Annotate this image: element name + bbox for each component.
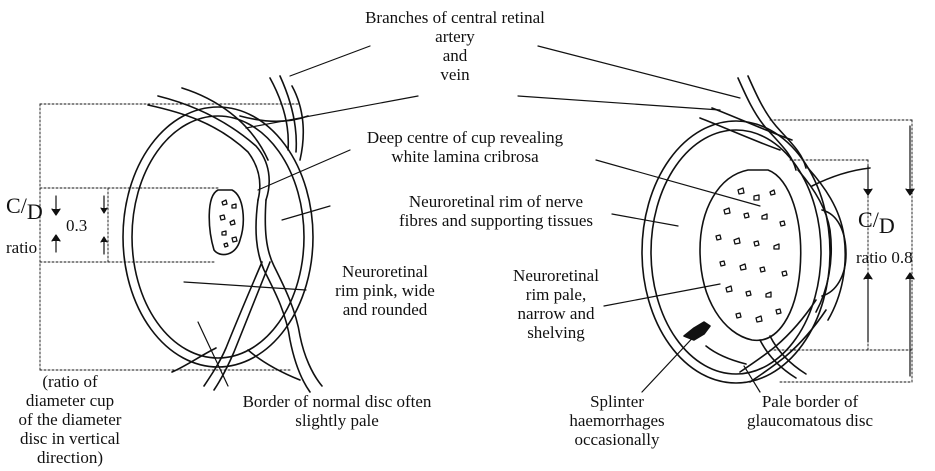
- label-cd-left-ratio-word: ratio: [6, 238, 37, 257]
- cd-right-d: D: [879, 213, 895, 238]
- leader-vein-right: [518, 96, 720, 110]
- label-pale-glaucomatous-border: Pale border of glaucomatous disc: [730, 392, 890, 430]
- label-ratio-note: (ratio of diameter cup of the diameter d…: [4, 372, 136, 467]
- label-deep-centre-of-cup: Deep centre of cup revealing white lamin…: [340, 128, 590, 166]
- label-normal-border-line1: Border of normal disc often: [206, 392, 468, 411]
- label-vessel-branches: Branches of central retinal artery and v…: [330, 8, 580, 84]
- label-cd-right: C/D: [858, 210, 895, 231]
- leader-splinter: [642, 330, 700, 392]
- label-branches-line2: artery: [330, 27, 580, 46]
- label-rim-fibres-line2: fibres and supporting tissues: [372, 211, 620, 230]
- label-rim-glaucoma: Neuroretinal rim pale, narrow and shelvi…: [502, 266, 610, 342]
- label-ratio-note-line1: (ratio of: [4, 372, 136, 391]
- label-branches-line3: and: [330, 46, 580, 65]
- label-neuroretinal-rim-fibres: Neuroretinal rim of nerve fibres and sup…: [372, 192, 620, 230]
- label-rim-fibres-line1: Neuroretinal rim of nerve: [372, 192, 620, 211]
- splinter-haemorrhage: [684, 322, 710, 340]
- cd-left-c: C: [6, 193, 21, 218]
- cd-right-c: C: [858, 207, 873, 232]
- leader-deep-cup-right: [596, 160, 760, 206]
- label-deep-centre-line2: white lamina cribrosa: [340, 147, 590, 166]
- label-splinter-line3: occasionally: [552, 430, 682, 449]
- label-splinter-line2: haemorrhages: [552, 411, 682, 430]
- label-cd-left-value: 0.3: [66, 216, 87, 235]
- label-cd-right-ratio: ratio 0.8: [856, 248, 913, 267]
- label-rim-glaucoma-line2: rim pale,: [502, 285, 610, 304]
- label-pale-border-line1: Pale border of: [730, 392, 890, 411]
- label-ratio-note-line4: disc in vertical: [4, 429, 136, 448]
- glaucomatous-optic-disc: [642, 76, 870, 383]
- label-pale-border-line2: glaucomatous disc: [730, 411, 890, 430]
- glaucoma-cup: [700, 170, 801, 340]
- label-branches-line1: Branches of central retinal: [330, 8, 580, 27]
- label-ratio-note-line2: diameter cup: [4, 391, 136, 410]
- label-rim-glaucoma-line3: narrow and: [502, 304, 610, 323]
- label-normal-disc-border: Border of normal disc often slightly pal…: [206, 392, 468, 430]
- label-branches-line4: vein: [330, 65, 580, 84]
- label-rim-normal: Neuroretinal rim pink, wide and rounded: [318, 262, 452, 319]
- label-rim-normal-line2: rim pink, wide: [318, 281, 452, 300]
- normal-disc-outer-border: [123, 107, 313, 367]
- label-ratio-note-line5: direction): [4, 448, 136, 467]
- leader-rim-left: [282, 206, 330, 220]
- label-normal-border-line2: slightly pale: [206, 411, 468, 430]
- label-rim-glaucoma-line4: shelving: [502, 323, 610, 342]
- label-deep-centre-line1: Deep centre of cup revealing: [340, 128, 590, 147]
- normal-cup-lamina-dots: [220, 200, 237, 247]
- label-splinter-line1: Splinter: [552, 392, 682, 411]
- label-ratio-note-line3: of the diameter: [4, 410, 136, 429]
- normal-disc-vessels: [148, 76, 322, 392]
- leader-rim-pink: [184, 282, 306, 290]
- leader-rim-pale: [604, 284, 720, 306]
- label-rim-normal-line1: Neuroretinal: [318, 262, 452, 281]
- normal-optic-disc: [123, 76, 322, 392]
- glaucoma-cup-lamina-dots: [716, 188, 787, 322]
- normal-cd-measurement-guides: [40, 104, 300, 370]
- normal-disc-inner-border: [132, 116, 304, 358]
- label-splinter-haemorrhages: Splinter haemorrhages occasionally: [552, 392, 682, 449]
- label-cd-left: C/D: [6, 196, 43, 217]
- cd-left-d: D: [27, 199, 43, 224]
- label-rim-glaucoma-line1: Neuroretinal: [502, 266, 610, 285]
- leader-vein-left: [246, 96, 418, 128]
- label-rim-normal-line3: and rounded: [318, 300, 452, 319]
